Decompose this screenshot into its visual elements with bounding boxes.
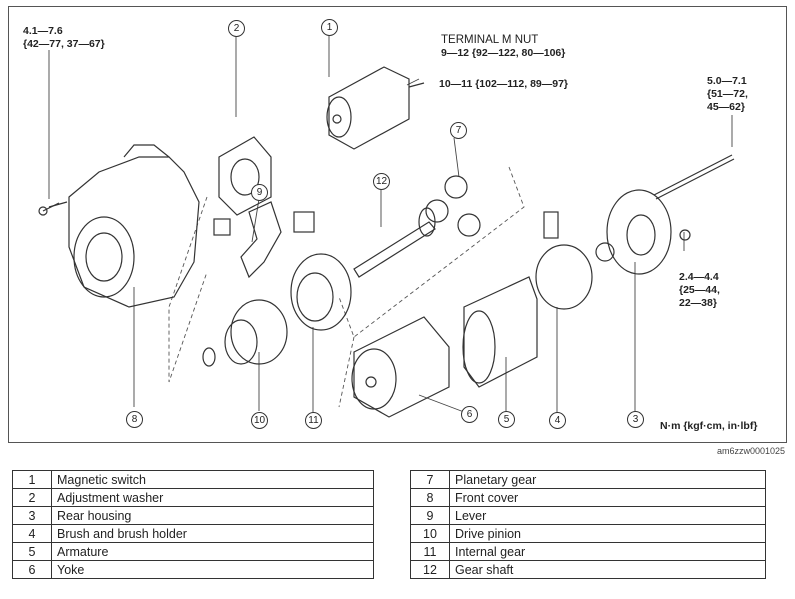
callout-8: 8 [126, 411, 143, 428]
armature-part [462, 276, 538, 388]
part-name: Rear housing [51, 506, 374, 525]
terminal-m-nut-title: TERMINAL M NUT [441, 34, 539, 46]
part-number: 2 [12, 488, 52, 507]
callout-1: 1 [321, 19, 338, 36]
screw-torque-range: 2.4—4.4 [679, 271, 719, 283]
lever-part [213, 201, 315, 279]
part-number: 10 [410, 524, 450, 543]
screw-torque-alt2: 22—38} [679, 297, 717, 309]
yoke-part [351, 316, 450, 418]
part-name: Front cover [449, 488, 766, 507]
planetary-gear-parts [425, 175, 481, 237]
adjustment-washer-part [218, 136, 272, 216]
terminal-m-nut-torque: 9—12 {92—122, 80—106} [441, 47, 566, 59]
part-number: 12 [410, 560, 450, 579]
part-number: 1 [12, 470, 52, 489]
callout-6: 6 [461, 406, 478, 423]
part-number: 3 [12, 506, 52, 525]
part-name: Planetary gear [449, 470, 766, 489]
part-name: Magnetic switch [51, 470, 374, 489]
part-name: Drive pinion [449, 524, 766, 543]
part-name: Yoke [51, 560, 374, 579]
exploded-view-diagram: 1 2 3 4 5 6 7 8 9 10 11 12 4.1—7.6 {42—7… [8, 6, 787, 443]
front-cover-part [48, 144, 200, 308]
screw-torque-alt1: {25—44, [679, 284, 720, 296]
through-bolt-part [653, 154, 735, 241]
starter-exploded-drawing [38, 34, 735, 418]
callout-12: 12 [373, 173, 390, 190]
callout-2: 2 [228, 20, 245, 37]
internal-gear-part [290, 253, 352, 331]
part-name: Internal gear [449, 542, 766, 561]
gear-shaft-part [353, 207, 436, 278]
switch-torque: 10—11 {102—112, 89—97} [439, 78, 569, 90]
callout-9: 9 [251, 184, 268, 201]
part-name: Adjustment washer [51, 488, 374, 507]
callout-4: 4 [549, 412, 566, 429]
torque-top-left-alt: {42—77, 37—67} [23, 38, 105, 50]
units-label: N·m {kgf·cm, in·lbf} [660, 420, 758, 432]
bolt-torque-range: 5.0—7.1 [707, 75, 747, 87]
part-name: Armature [51, 542, 374, 561]
rear-housing-part [595, 189, 672, 275]
magnetic-switch-part [326, 66, 425, 150]
part-name: Lever [449, 506, 766, 525]
callout-7: 7 [450, 122, 467, 139]
part-number: 8 [410, 488, 450, 507]
part-number: 11 [410, 542, 450, 561]
callout-3: 3 [627, 411, 644, 428]
torque-top-left-range: 4.1—7.6 [23, 25, 63, 37]
part-name: Gear shaft [449, 560, 766, 579]
part-number: 6 [12, 560, 52, 579]
callout-10: 10 [251, 412, 268, 429]
bolt-torque-alt2: 45—62} [707, 101, 745, 113]
drive-pinion-part [202, 299, 288, 367]
image-id-label: am6zzw0001025 [716, 446, 785, 456]
part-number: 9 [410, 506, 450, 525]
assembly-dashed-lines [168, 166, 525, 408]
bolt-torque-alt1: {51—72, [707, 88, 748, 100]
front-cover-bolt [38, 202, 60, 216]
part-number: 4 [12, 524, 52, 543]
callout-5: 5 [498, 411, 515, 428]
part-name: Brush and brush holder [51, 524, 374, 543]
leader-lines [48, 34, 733, 413]
brush-holder-part [535, 211, 593, 310]
callout-11: 11 [305, 412, 322, 429]
part-number: 5 [12, 542, 52, 561]
part-number: 7 [410, 470, 450, 489]
